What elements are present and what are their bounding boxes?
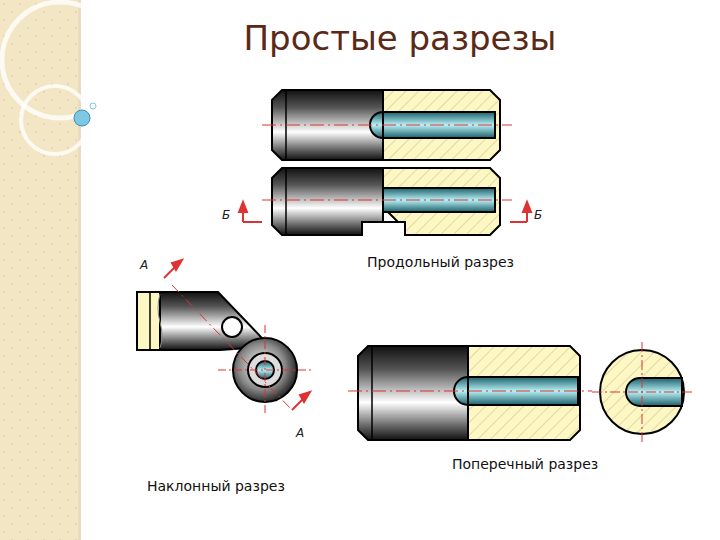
cut-letter: Б <box>222 208 230 222</box>
cut-letter: А <box>296 426 304 440</box>
cut-letter: А <box>140 258 148 272</box>
section-caption: Поперечный разрез <box>452 456 598 472</box>
bent-lever <box>137 292 297 402</box>
pin-cross <box>358 346 580 440</box>
section-caption: Продольный разрез <box>367 254 514 270</box>
pin-section-groove <box>272 168 500 235</box>
cut-plane <box>239 202 531 222</box>
side-strip <box>0 0 80 540</box>
cut-plane-inclined <box>164 260 310 410</box>
section-caption: Наклонный разрез <box>147 478 285 494</box>
cut-letter: Б <box>534 208 542 222</box>
slide-title: Простые разрезы <box>244 18 557 58</box>
